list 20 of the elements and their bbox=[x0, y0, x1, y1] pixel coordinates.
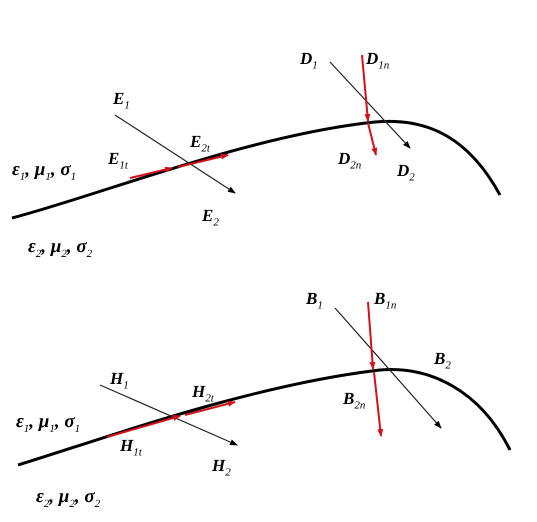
vector-label: D$_{2}$ bbox=[397, 162, 415, 184]
medium-parameters: ε$_{2}$, μ$_{2}$, σ$_{2}$ bbox=[28, 237, 92, 260]
vector-label: E$_{1}$ bbox=[113, 90, 130, 112]
medium-parameters: ε$_{1}$, μ$_{1}$, σ$_{1}$ bbox=[12, 160, 76, 183]
vector-label: D$_{1n}$ bbox=[366, 50, 390, 72]
vector-label: B$_{2}$ bbox=[434, 350, 451, 372]
vector-label: E$_{2t}$ bbox=[190, 133, 210, 154]
vector-label: B$_{1n}$ bbox=[374, 290, 396, 312]
vector-label: D$_{1}$ bbox=[300, 50, 318, 72]
vector-label: H$_{2t}$ bbox=[192, 383, 214, 404]
vector-label: E$_{2}$ bbox=[202, 207, 219, 228]
vector-label: D$_{2n}$ bbox=[338, 150, 362, 172]
vector-label: H$_{1t}$ bbox=[120, 437, 142, 458]
vector-label: H$_{1}$ bbox=[110, 370, 129, 392]
vector-label: B$_{2n}$ bbox=[343, 390, 366, 412]
vector-label: B$_{1}$ bbox=[306, 290, 323, 312]
vector-label: E$_{1t}$ bbox=[108, 150, 128, 172]
medium-parameters: ε$_{2}$, μ$_{2}$, σ$_{2}$ bbox=[36, 487, 100, 510]
medium-parameters: ε$_{1}$, μ$_{1}$, σ$_{1}$ bbox=[16, 412, 80, 435]
vector-label: H$_{2}$ bbox=[212, 457, 231, 478]
